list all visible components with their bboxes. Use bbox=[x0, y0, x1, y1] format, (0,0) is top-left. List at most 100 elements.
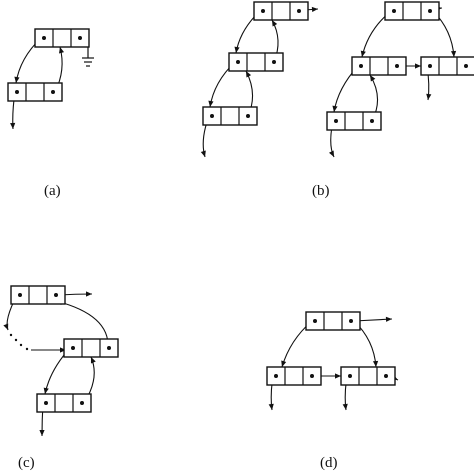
arrowhead bbox=[360, 50, 366, 57]
continuation-dot bbox=[14, 338, 18, 342]
arrowhead bbox=[3, 323, 9, 330]
node-box bbox=[266, 366, 322, 386]
node-box bbox=[228, 52, 284, 72]
arrowhead bbox=[208, 100, 214, 107]
arrowhead bbox=[372, 360, 379, 367]
arrowhead bbox=[43, 387, 49, 394]
caption-c: (c) bbox=[18, 455, 35, 471]
dotted-continuation bbox=[9, 333, 29, 351]
pointer-dot bbox=[272, 60, 276, 64]
node-box bbox=[202, 106, 258, 126]
node-box bbox=[7, 82, 63, 102]
continuation-dot bbox=[25, 347, 29, 351]
node-box bbox=[305, 311, 361, 331]
node-c-top bbox=[10, 285, 66, 305]
node-box bbox=[340, 366, 396, 386]
node-a-bottom bbox=[7, 82, 63, 102]
pointer-dot bbox=[428, 9, 432, 13]
node-box bbox=[36, 393, 92, 413]
arrowhead bbox=[268, 403, 274, 410]
arrowhead bbox=[58, 47, 65, 54]
node-b2-bottom bbox=[326, 111, 382, 131]
pointer-dot bbox=[51, 90, 55, 94]
node-c-bottom bbox=[36, 393, 92, 413]
arrowhead bbox=[370, 75, 376, 82]
node-d-left bbox=[266, 366, 322, 386]
arrowhead bbox=[385, 316, 392, 322]
pointer-dot bbox=[464, 64, 468, 68]
arrowhead bbox=[39, 430, 45, 436]
pointer-dot bbox=[310, 374, 314, 378]
pointer-dot bbox=[78, 36, 82, 40]
pointer-dot bbox=[274, 374, 278, 378]
pointer-dot bbox=[236, 60, 240, 64]
node-b1-middle bbox=[228, 52, 284, 72]
pointer-dot bbox=[18, 293, 22, 297]
node-b2-right bbox=[420, 56, 474, 76]
arrowhead bbox=[200, 150, 206, 157]
pointer-dot bbox=[44, 401, 48, 405]
pointer-dot bbox=[349, 319, 353, 323]
node-a-top bbox=[34, 28, 90, 48]
arrowhead bbox=[246, 71, 252, 78]
arrowhead bbox=[86, 291, 92, 297]
pointer-dot bbox=[261, 9, 265, 13]
node-c-middle bbox=[63, 338, 119, 358]
arrowhead bbox=[328, 150, 334, 157]
arrowhead bbox=[281, 360, 287, 367]
arrowhead bbox=[234, 46, 240, 53]
arrowhead bbox=[10, 122, 16, 129]
caption-a: (a) bbox=[44, 183, 61, 199]
arrowhead bbox=[90, 357, 96, 364]
continuation-dot bbox=[19, 343, 23, 347]
node-layer bbox=[7, 1, 474, 413]
arrowhead bbox=[335, 373, 341, 379]
arrowhead bbox=[60, 347, 66, 353]
pointer-dot bbox=[428, 64, 432, 68]
node-box bbox=[420, 56, 474, 76]
continuation-dot bbox=[9, 333, 13, 337]
arrowhead bbox=[426, 93, 432, 100]
pointer-dot bbox=[392, 9, 396, 13]
arrowhead bbox=[311, 6, 318, 13]
node-b2-left bbox=[351, 56, 407, 76]
pointer-dot bbox=[395, 64, 399, 68]
node-box bbox=[253, 1, 309, 21]
pointer-dot bbox=[42, 36, 46, 40]
node-box bbox=[351, 56, 407, 76]
pointer-dot bbox=[348, 374, 352, 378]
pointer-dot bbox=[334, 119, 338, 123]
pointer-dot bbox=[297, 9, 301, 13]
arrowhead bbox=[14, 76, 20, 83]
pointer-dot bbox=[370, 119, 374, 123]
pointer-dot bbox=[71, 346, 75, 350]
node-b2-top bbox=[384, 1, 440, 21]
node-b1-bottom bbox=[202, 106, 258, 126]
pointer-dot bbox=[313, 319, 317, 323]
caption-b: (b) bbox=[312, 183, 330, 199]
node-box bbox=[326, 111, 382, 131]
pointer-dot bbox=[54, 293, 58, 297]
pointer-dot bbox=[384, 374, 388, 378]
arrowhead bbox=[272, 20, 278, 27]
pointer-dot bbox=[246, 114, 250, 118]
pointer-dot bbox=[359, 64, 363, 68]
node-d-right bbox=[340, 366, 396, 386]
arrowhead bbox=[342, 403, 348, 410]
pointer-dot bbox=[107, 346, 111, 350]
pointer-c-dotted-in bbox=[31, 347, 66, 353]
node-b1-top bbox=[253, 1, 309, 21]
node-box bbox=[63, 338, 119, 358]
node-d-top bbox=[305, 311, 361, 331]
arrowhead bbox=[332, 105, 338, 112]
node-box bbox=[34, 28, 90, 48]
pointer-dot bbox=[15, 90, 19, 94]
arrowhead bbox=[415, 63, 421, 69]
caption-d: (d) bbox=[320, 455, 338, 471]
pointer-dot bbox=[80, 401, 84, 405]
node-box bbox=[10, 285, 66, 305]
pointer-dot bbox=[210, 114, 214, 118]
node-box bbox=[384, 1, 440, 21]
arrowhead bbox=[450, 50, 457, 57]
